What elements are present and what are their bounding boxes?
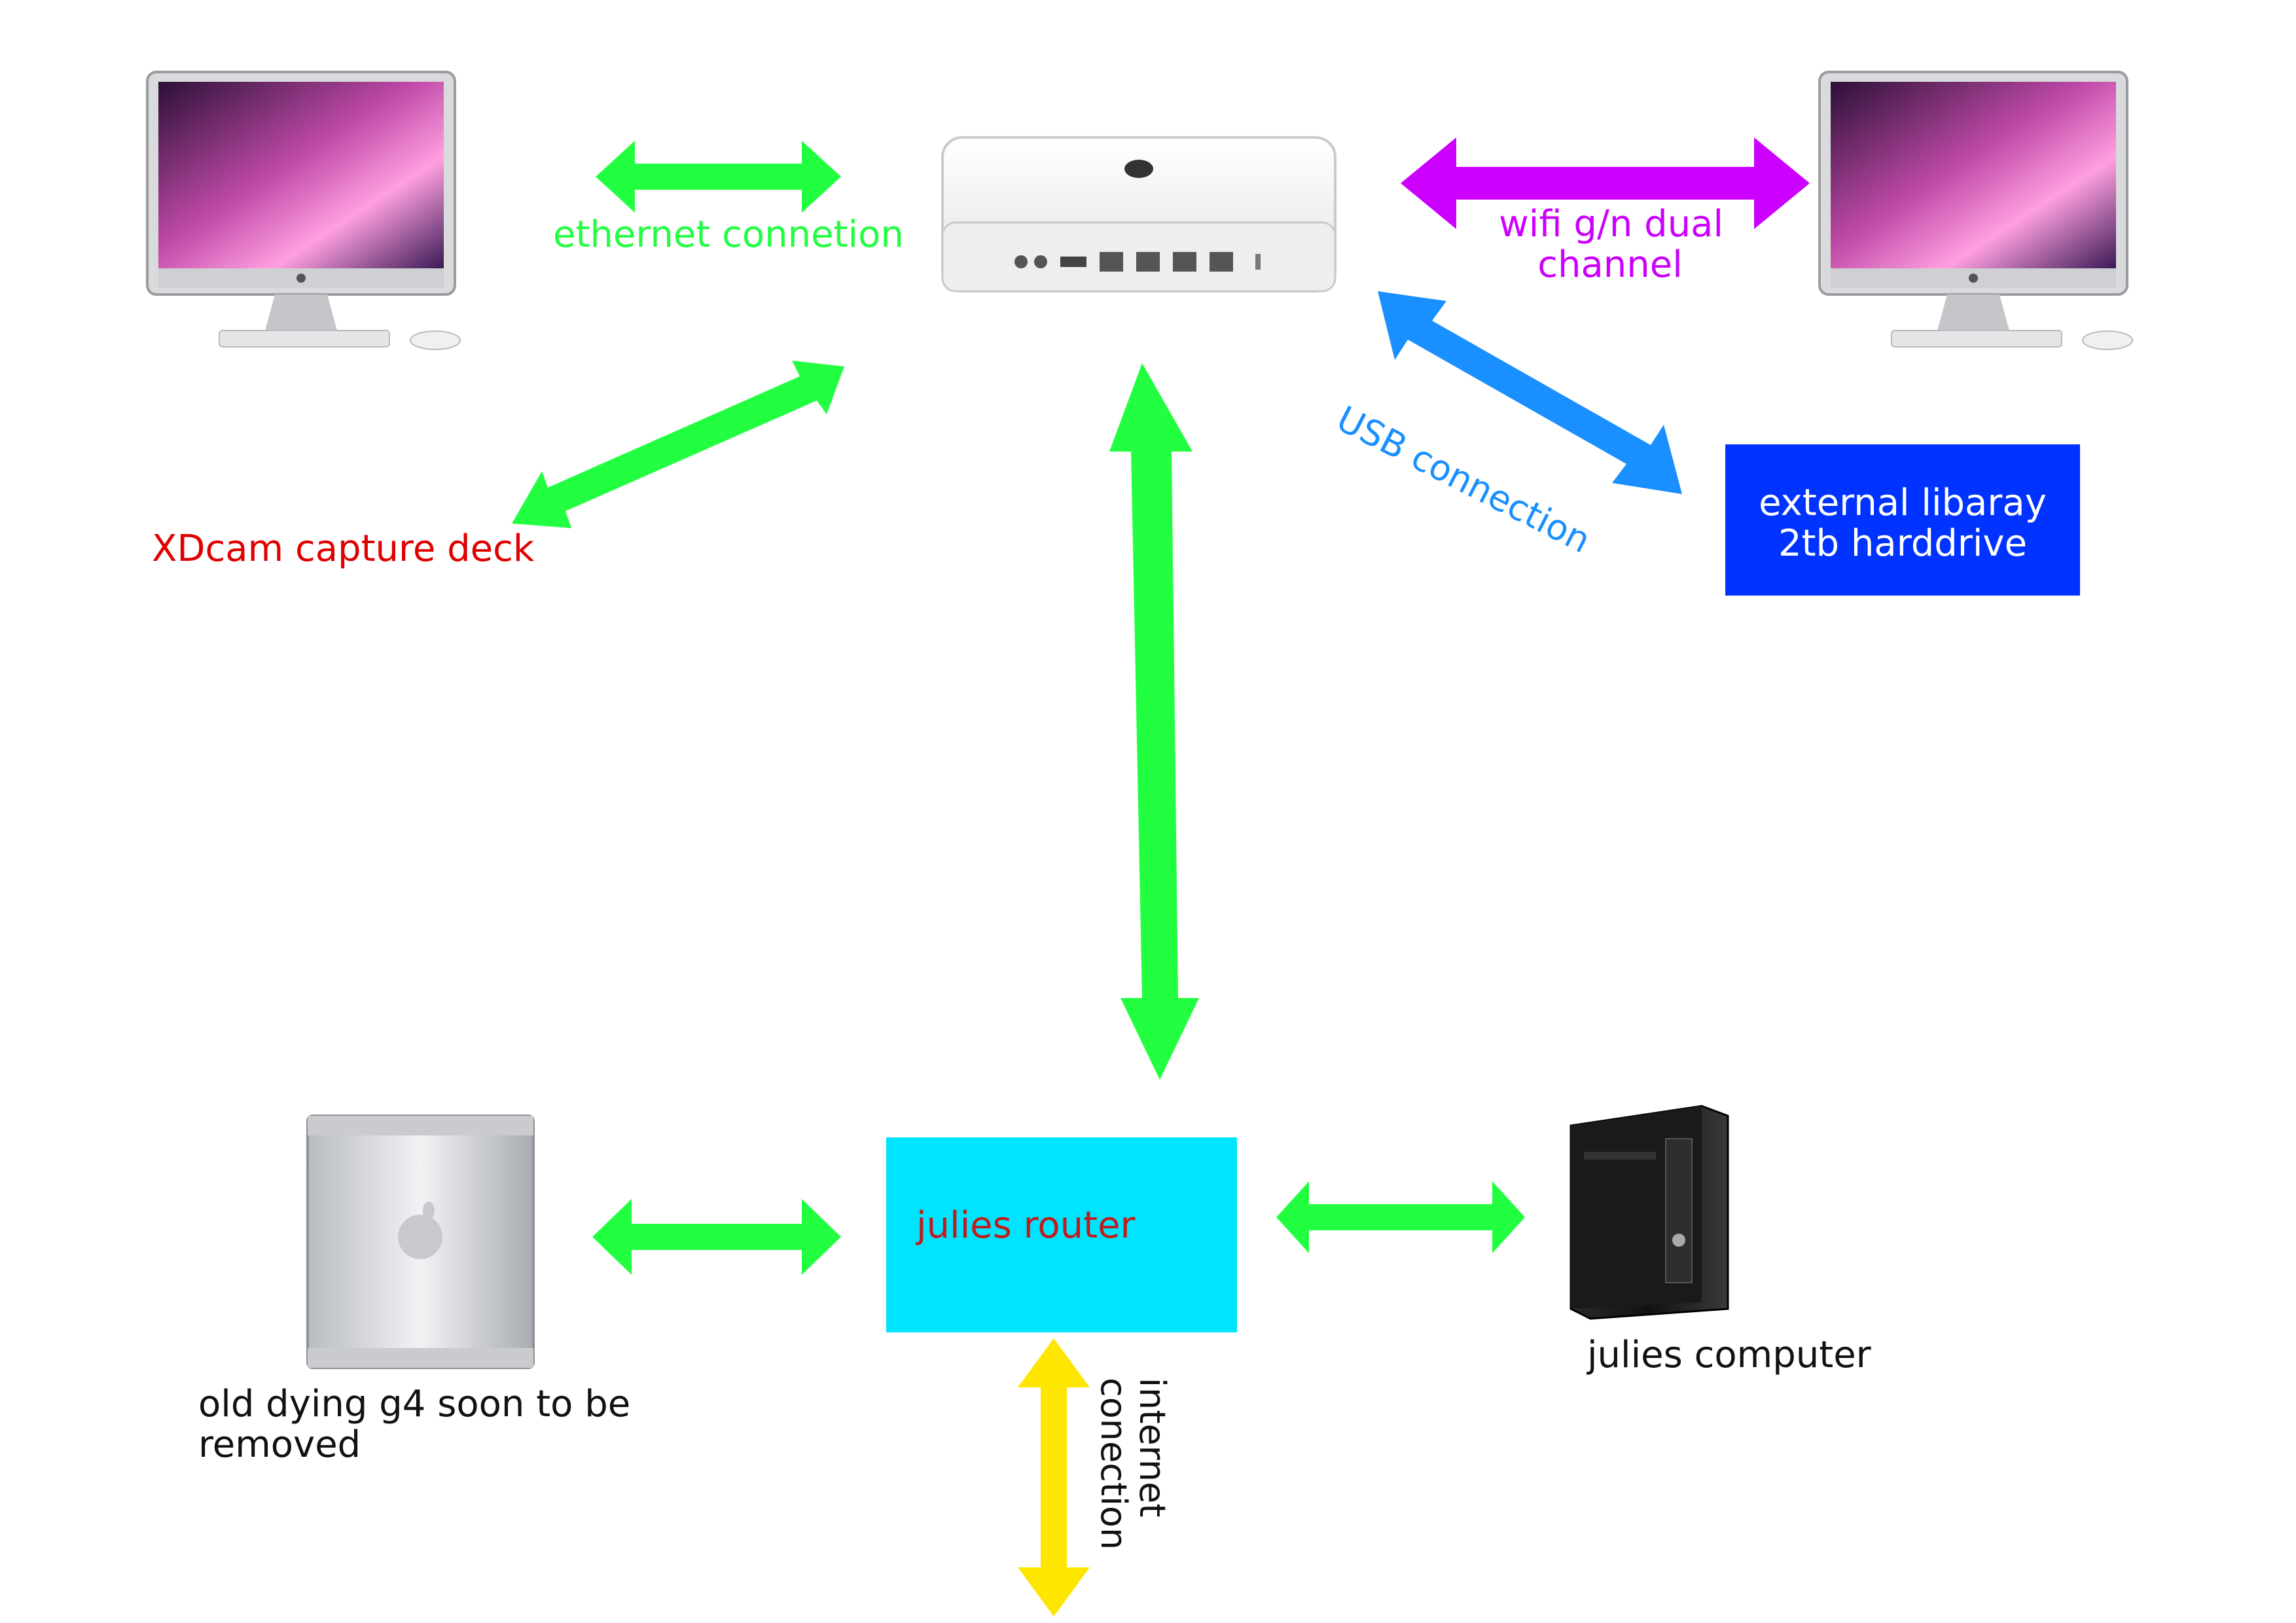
arrow-ethernet bbox=[596, 141, 841, 213]
arrow-internet bbox=[1018, 1338, 1090, 1616]
wifi-label-line1: wifi g/n dual bbox=[1499, 203, 1724, 245]
ethernet-connection-label: ethernet connetion bbox=[553, 213, 904, 256]
old-g4-label: old dying g4 soon to be removed bbox=[198, 1384, 630, 1465]
xdcam-capture-deck-label: XDcam capture deck bbox=[152, 527, 535, 570]
julies-router-box bbox=[886, 1137, 1237, 1332]
internet-connection-label: internet conection bbox=[1092, 1378, 1173, 1550]
pc-tower-icon bbox=[1570, 1105, 1729, 1320]
airport-base-station-icon bbox=[941, 136, 1336, 293]
arrow-base-to-router bbox=[1109, 363, 1199, 1080]
arrow-xdcam bbox=[512, 361, 844, 528]
imac-right-icon bbox=[1818, 71, 2133, 350]
external-harddrive-line1: external libaray bbox=[1759, 482, 2047, 524]
julies-router-label: julies router bbox=[916, 1204, 1136, 1247]
internet-label-line2: conection bbox=[1092, 1378, 1134, 1550]
arrow-usb bbox=[1378, 291, 1682, 494]
wifi-label-line2: channel bbox=[1537, 243, 1683, 286]
julies-computer-label: julies computer bbox=[1587, 1334, 1871, 1376]
arrow-wifi bbox=[1401, 137, 1810, 229]
arrow-router-to-pc bbox=[1276, 1181, 1525, 1253]
external-harddrive-box bbox=[1725, 444, 2080, 596]
external-harddrive-line2: 2tb harddrive bbox=[1778, 522, 2028, 565]
external-harddrive-label: external libaray 2tb harddrive bbox=[1725, 483, 2080, 563]
arrow-macpro-to-router bbox=[592, 1199, 841, 1275]
old-g4-line2: removed bbox=[198, 1423, 361, 1466]
internet-label-line1: internet bbox=[1132, 1378, 1173, 1518]
wifi-label: wifi g/n dual channel bbox=[1499, 203, 1724, 286]
old-g4-line1: old dying g4 soon to be bbox=[198, 1383, 631, 1425]
imac-left-icon bbox=[146, 71, 461, 350]
mac-pro-tower-icon bbox=[306, 1115, 535, 1369]
